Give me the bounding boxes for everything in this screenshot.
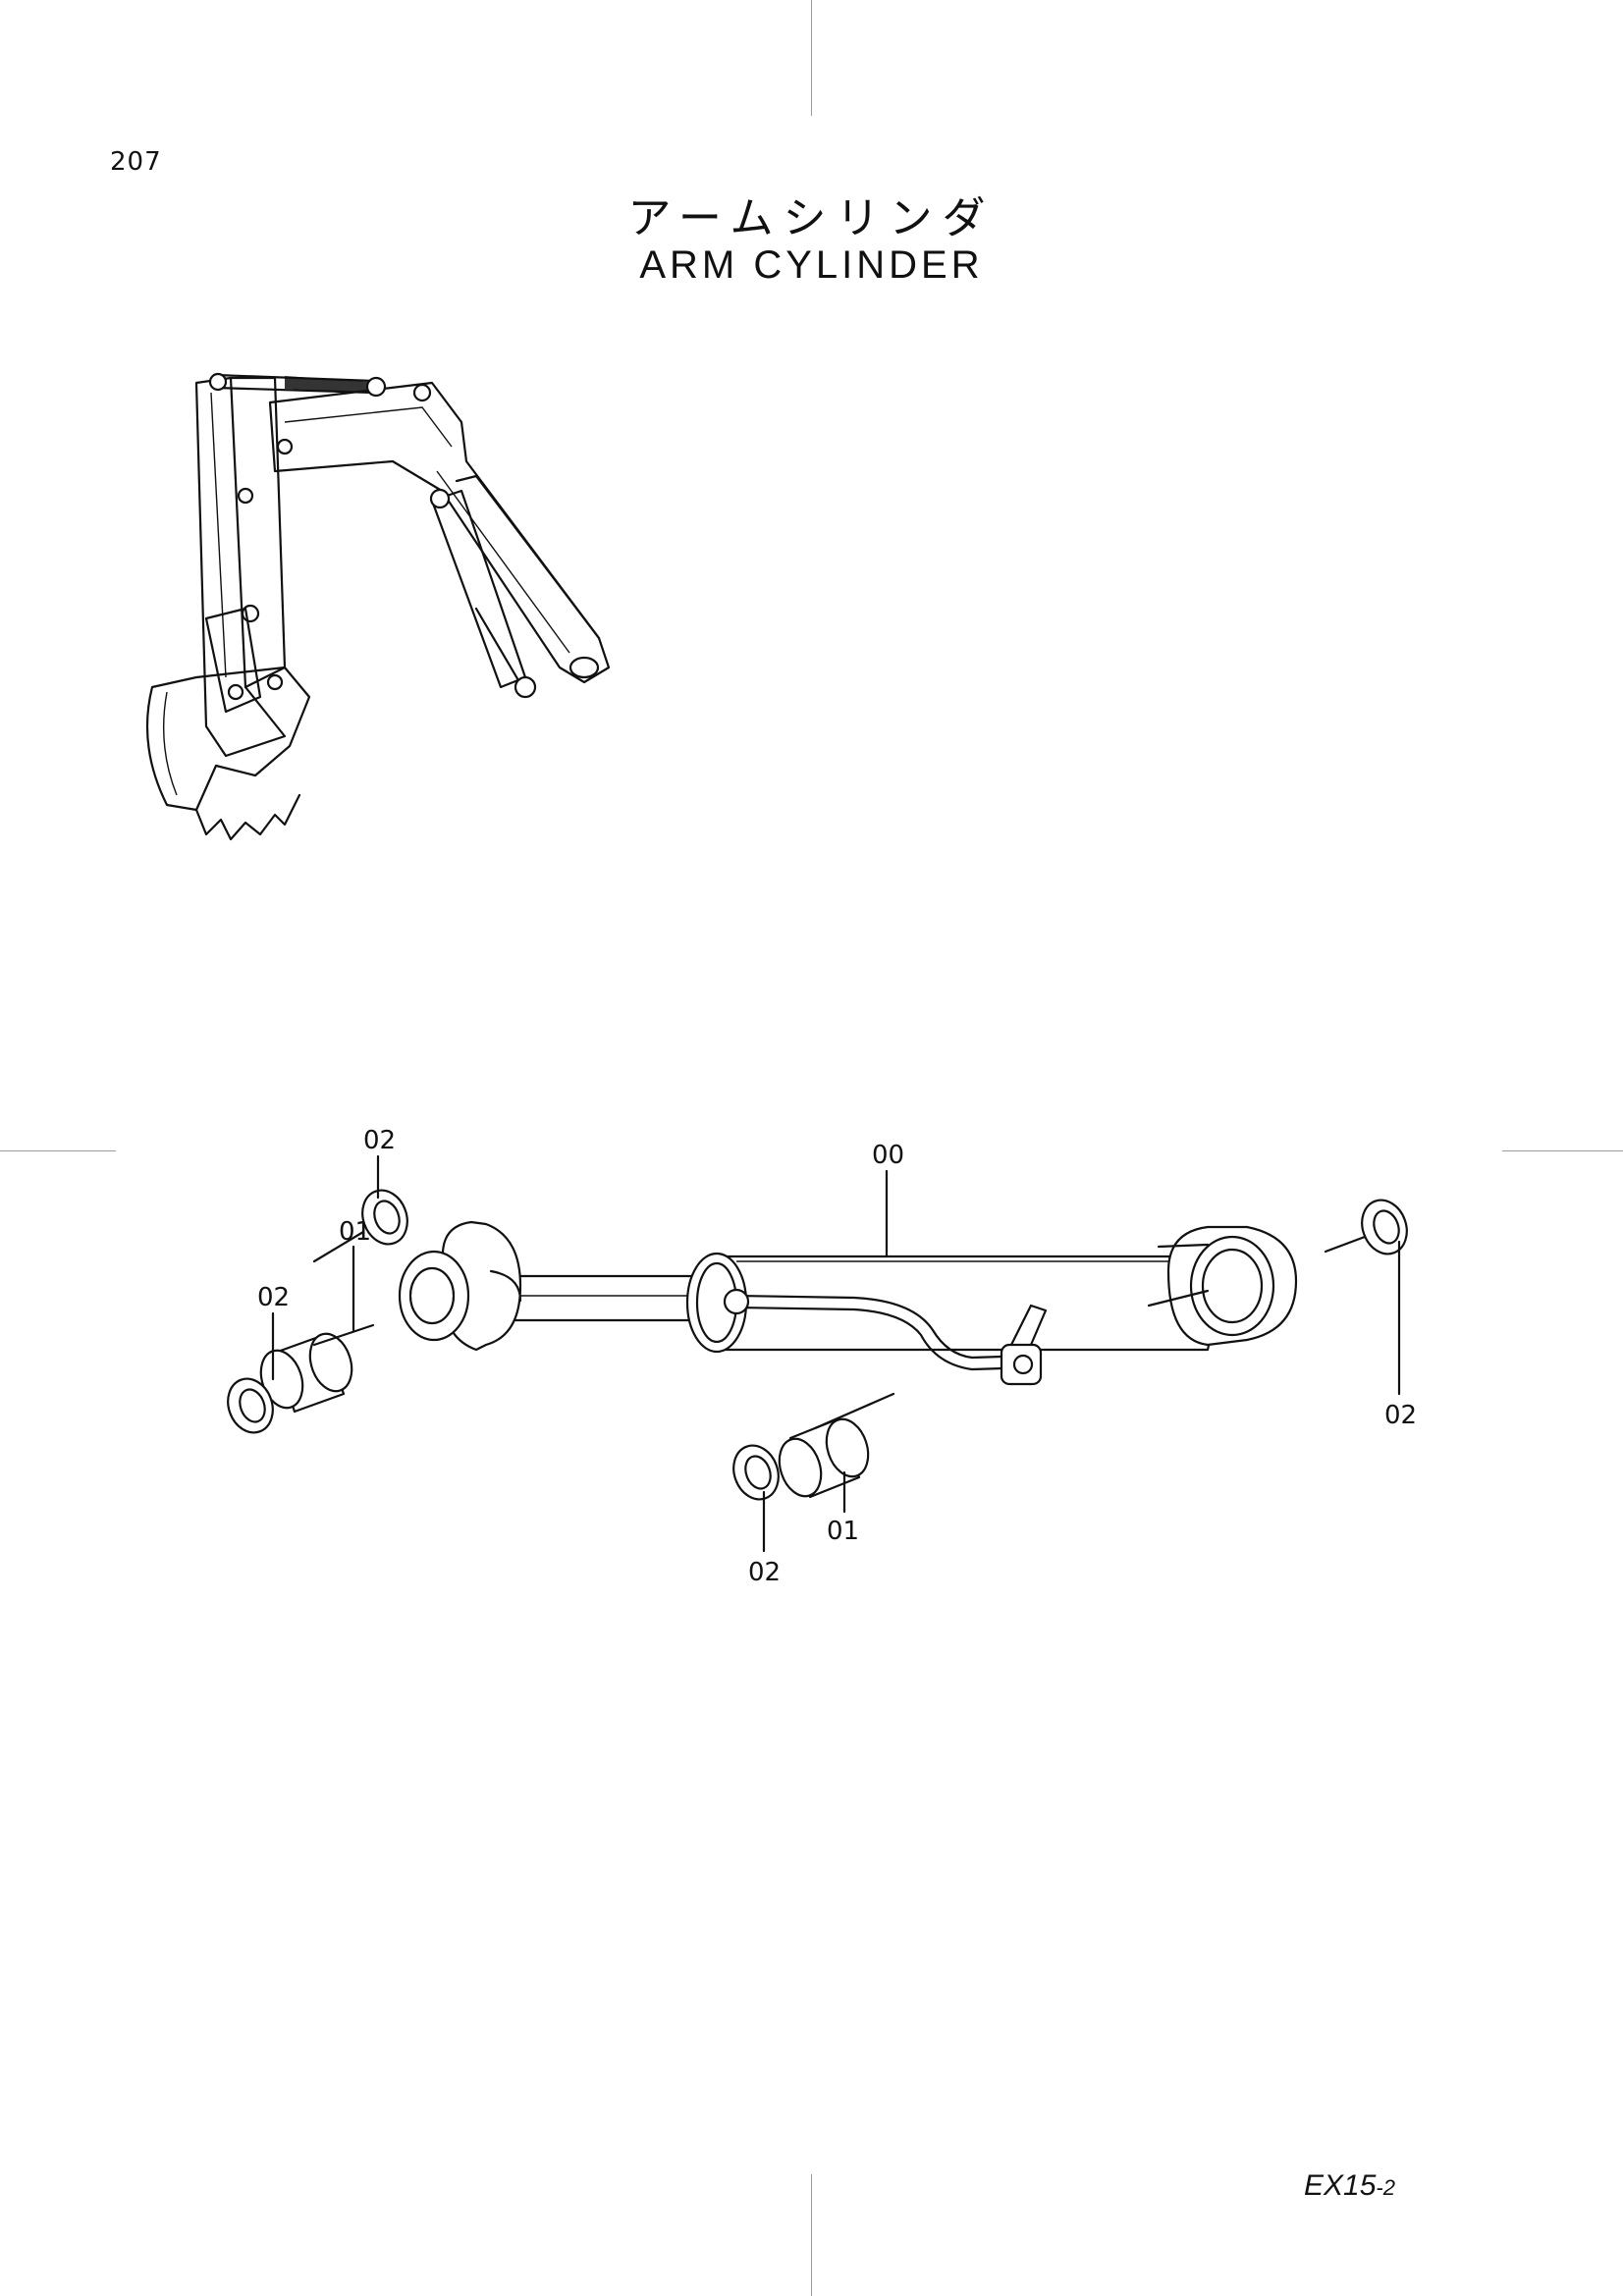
crop-mark-left <box>0 1150 116 1151</box>
dust-seal-left <box>227 1377 274 1434</box>
model-code: EX15-2 <box>1304 2169 1395 2203</box>
bushing-left <box>259 1332 353 1414</box>
callout-label: 02 <box>363 1126 396 1155</box>
crop-mark-top <box>811 0 812 116</box>
dust-seal-right <box>1361 1199 1408 1255</box>
cylinder-bottom-boss <box>1157 1225 1298 1347</box>
crop-mark-bottom <box>811 2174 812 2296</box>
callout-label: 00 <box>872 1141 904 1170</box>
callout-label: 02 <box>1384 1401 1417 1430</box>
callout-label: 02 <box>257 1283 290 1312</box>
page-title-english: ARM CYLINDER <box>639 243 984 287</box>
page-title-japanese: アームシリンダ <box>627 193 996 243</box>
arm-cylinder-exploded-diagram: 02 00 01 02 02 01 02 <box>227 1126 1417 1587</box>
hydraulic-pipe <box>723 1288 1048 1386</box>
bushing-right <box>778 1416 870 1499</box>
crop-mark-right <box>1502 1150 1623 1151</box>
rod-end-eye <box>398 1220 522 1352</box>
callout-label: 02 <box>748 1558 781 1587</box>
callout-label: 01 <box>339 1217 371 1247</box>
callout-label: 01 <box>827 1517 859 1546</box>
model-code-suffix: -2 <box>1376 2175 1395 2200</box>
cylinder-tube <box>685 1252 1219 1354</box>
page-number: 207 <box>110 147 162 177</box>
dust-seal-top <box>361 1189 408 1246</box>
dust-seal-bottom <box>732 1444 780 1501</box>
excavator-overview-illustration <box>145 372 611 841</box>
model-code-main: EX15 <box>1304 2169 1377 2202</box>
